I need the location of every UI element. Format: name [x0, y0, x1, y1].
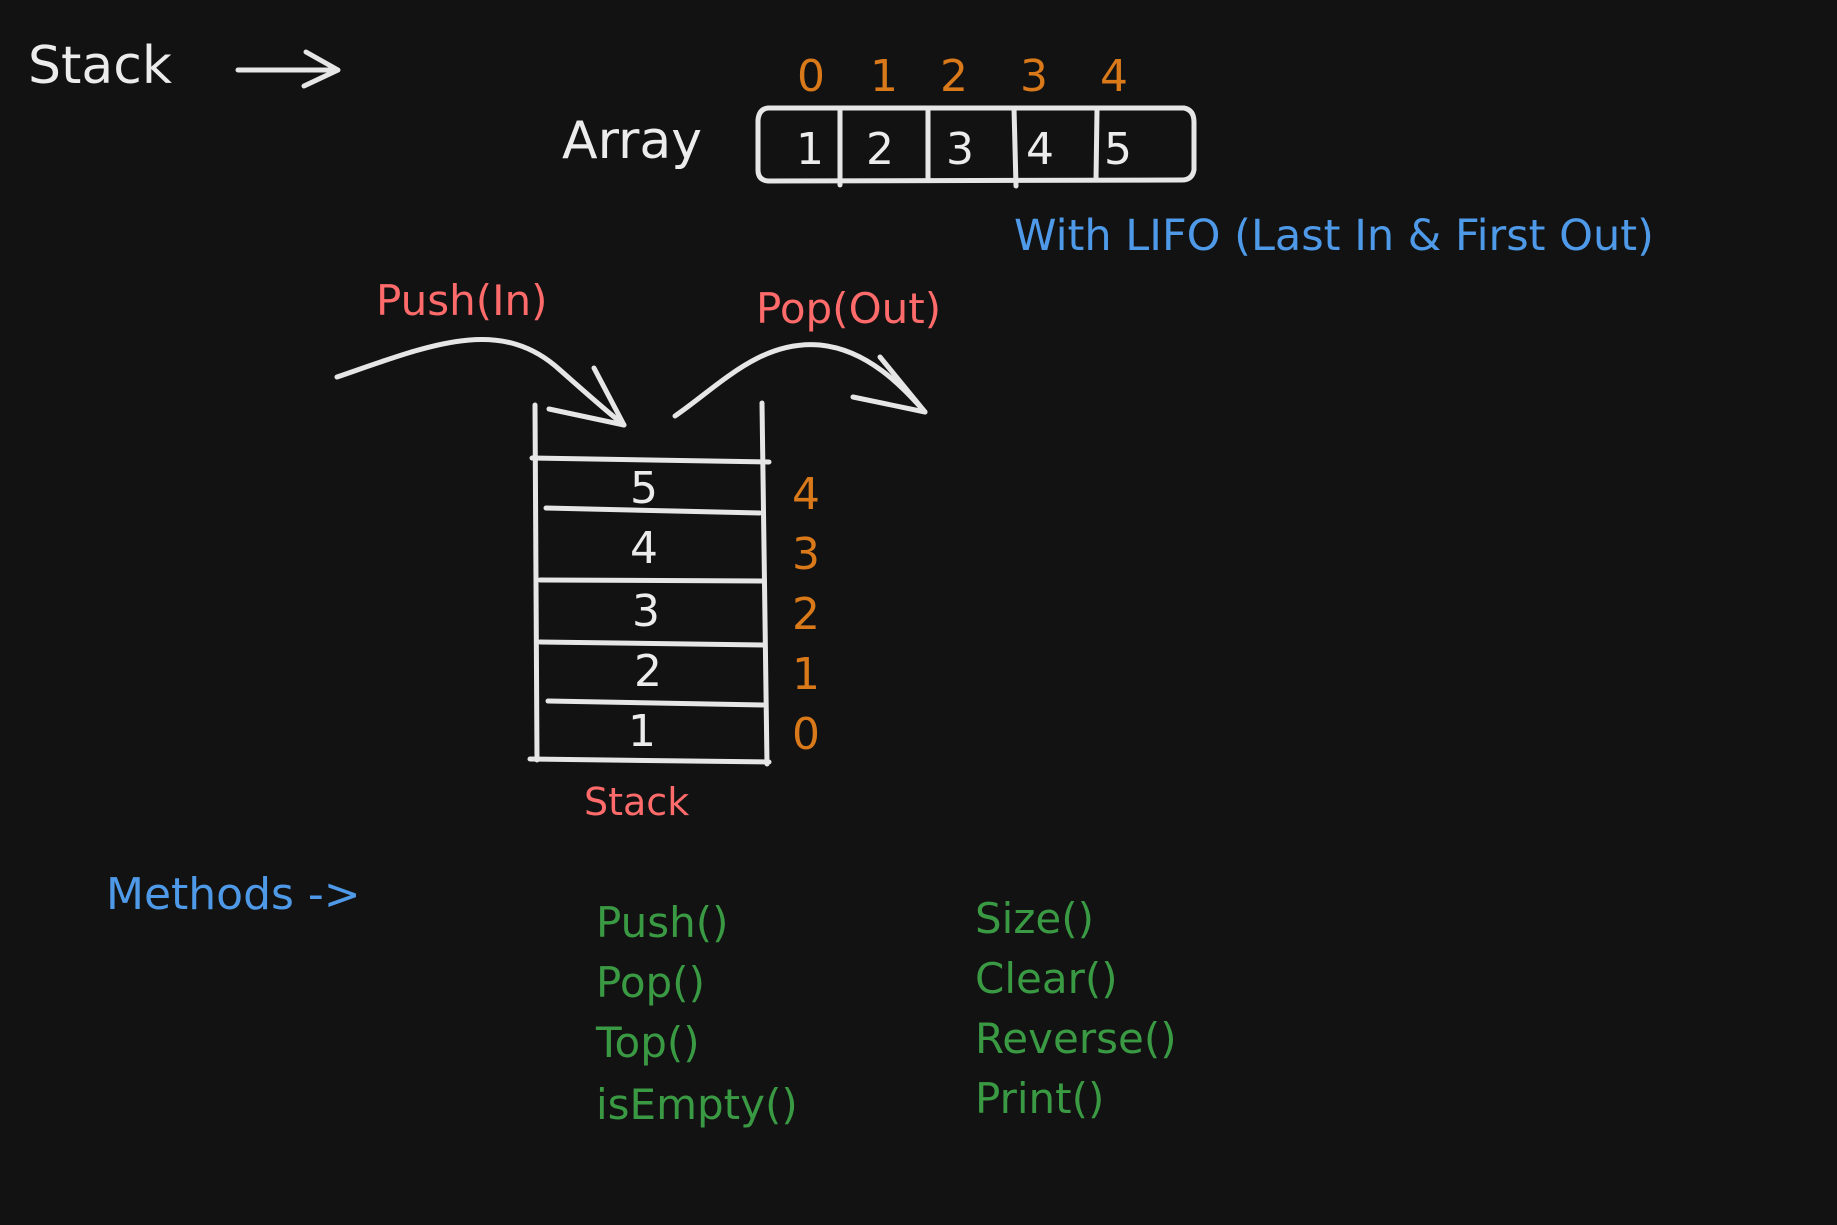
array-cell-value: 3: [946, 124, 974, 175]
array-cell-value: 5: [1104, 124, 1132, 175]
array-cell-value: 1: [796, 124, 824, 175]
array-index: 4: [1100, 51, 1128, 102]
array-index: 0: [797, 51, 825, 102]
stack-cell-value: 1: [628, 706, 656, 757]
method-item: Print(): [975, 1074, 1105, 1123]
stack-container: [527, 400, 772, 767]
stack-cell-value: 3: [632, 586, 660, 637]
pop-label: Pop(Out): [756, 284, 942, 333]
method-item: Pop(): [596, 958, 705, 1007]
stack-index: 1: [792, 649, 820, 700]
heading-title: Stack: [28, 36, 172, 96]
push-label: Push(In): [376, 276, 548, 325]
stack-index: 3: [792, 529, 820, 580]
methods-label: Methods ->: [106, 869, 361, 920]
method-item: Reverse(): [975, 1014, 1177, 1063]
array-cell-value: 2: [866, 124, 894, 175]
method-item: Push(): [596, 898, 729, 947]
array-index: 3: [1020, 51, 1048, 102]
stack-cell-value: 2: [634, 646, 662, 697]
stack-cell-value: 5: [630, 463, 658, 514]
stack-cell-value: 4: [630, 523, 658, 574]
stack-caption: Stack: [584, 780, 690, 824]
array-box: [755, 105, 1197, 189]
stack-index: 4: [792, 469, 820, 520]
array-index: 2: [940, 51, 968, 102]
array-cell-value: 4: [1026, 124, 1054, 175]
array-label: Array: [562, 111, 703, 171]
method-item: Clear(): [975, 954, 1118, 1003]
array-index: 1: [870, 51, 898, 102]
heading-arrow-icon: [235, 49, 341, 89]
stack-index: 0: [792, 709, 820, 760]
push-arrow-icon: [334, 337, 627, 428]
method-item: isEmpty(): [596, 1080, 798, 1129]
method-item: Top(): [596, 1018, 700, 1067]
stack-index: 2: [792, 589, 820, 640]
pop-arrow-icon: [672, 342, 928, 419]
lifo-note: With LIFO (Last In & First Out): [1014, 211, 1654, 261]
method-item: Size(): [975, 894, 1094, 943]
